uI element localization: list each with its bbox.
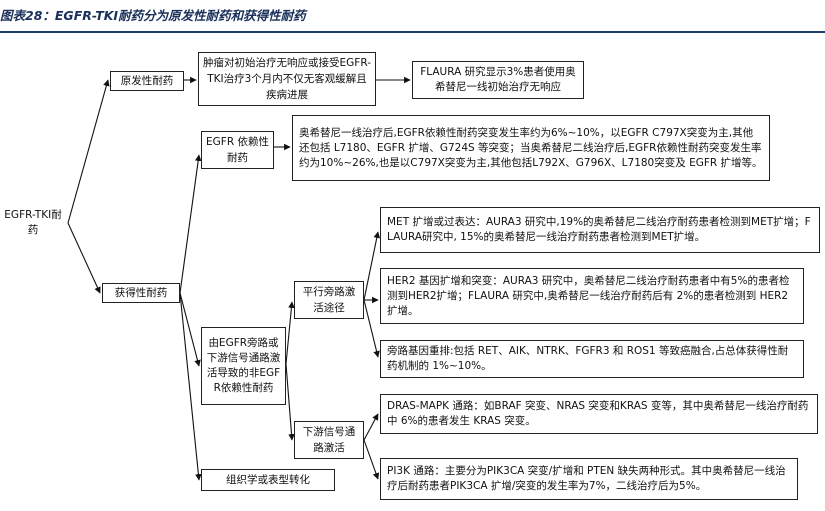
node-primary-desc: 肿瘤对初始治疗无响应或接受EGFR-TKI治疗3个月内不仅无客观缓解且疾病进展 [198,52,376,106]
node-mapk: DRAS-MAPK 通路：如BRAF 突变、NRAS 突变和KRAS 变等，其中… [380,394,818,434]
node-her2: HER2 基因扩增和突变：AURA3 研究中，奥希替尼二线治疗耐药患者中有5%的… [380,268,804,324]
link-downstream-pi3k [363,439,380,480]
node-parallel-bypass-label: 平行旁路激活途径 [302,286,356,314]
node-primary: 原发性耐药 [110,71,184,91]
link-parallel-fusion [363,299,380,358]
node-flaura-primary: FLAURA 研究显示3%患者使用奥希替尼一线初始治疗无响应 [412,61,584,99]
link-root-acquired [67,222,101,294]
link-acquired-egfr [179,154,202,294]
link-bypass-parallel [285,301,295,365]
node-flaura-primary-label: FLAURA 研究显示3%患者使用奥希替尼一线初始治疗无响应 [420,66,576,93]
link-acquired-bypass [179,292,201,367]
link-root-primary [67,79,110,224]
link-downstream-mapk [363,413,379,441]
node-downstream-label: 下游信号通路激活 [302,426,356,454]
node-met-label: MET 扩增或过表达：AURA3 研究中,19%的奥希替尼二线治疗耐药患者检测到… [387,216,811,243]
link-bypass-downstream [285,363,295,441]
node-her2-label: HER2 基因扩增和突变：AURA3 研究中，奥希替尼二线治疗耐药患者中有5%的… [387,274,790,317]
figure-title: 图表28：EGFR-TKI耐药分为原发性耐药和获得性耐药 [0,8,306,23]
node-fusion-label: 旁路基因重排:包括 RET、AIK、NTRK、FGFR3 和 ROS1 等致癌融… [387,345,789,372]
node-downstream: 下游信号通路激活 [294,421,364,459]
node-primary-desc-label: 肿瘤对初始治疗无响应或接受EGFR-TKI治疗3个月内不仅无客观缓解且疾病进展 [203,57,371,101]
node-parallel-bypass: 平行旁路激活途径 [294,281,364,319]
node-bypass-non-egfr: 由EGFR旁路或下游信号通路激活导致的非EGFR依赖性耐药 [201,327,286,405]
node-root-label: EGFR-TKI耐药 [4,209,62,236]
node-histology-label: 组织学或表型转化 [226,473,310,486]
node-met: MET 扩增或过表达：AURA3 研究中,19%的奥希替尼二线治疗耐药患者检测到… [380,207,820,253]
node-bypass-non-egfr-label: 由EGFR旁路或下游信号通路激活导致的非EGFR依赖性耐药 [206,337,281,394]
node-egfr-dependent-desc: 奥希替尼一线治疗后,EGFR依赖性耐药突变发生率约为6%~10%，以EGFR C… [292,115,770,181]
link-parallel-met [363,231,381,301]
node-acquired-label: 获得性耐药 [114,286,168,299]
node-pi3k: PI3K 通路：主要分为PIK3CA 突变/扩增和 PTEN 缺失两种形式。其中… [380,458,798,500]
node-egfr-dependent-label: EGFR 依赖性耐药 [206,136,269,164]
link-acquired-histology [179,292,202,481]
node-mapk-label: DRAS-MAPK 通路：如BRAF 突变、NRAS 突变和KRAS 变等，其中… [387,400,809,427]
node-egfr-dependent: EGFR 依赖性耐药 [201,131,274,169]
node-fusion: 旁路基因重排:包括 RET、AIK、NTRK、FGFR3 和 ROS1 等致癌融… [380,340,804,378]
node-histology: 组织学或表型转化 [201,469,335,491]
node-root: EGFR-TKI耐药 [0,209,66,236]
node-egfr-dependent-desc-label: 奥希替尼一线治疗后,EGFR依赖性耐药突变发生率约为6%~10%，以EGFR C… [299,126,763,169]
node-primary-label: 原发性耐药 [120,74,174,87]
node-pi3k-label: PI3K 通路：主要分为PIK3CA 突变/扩增和 PTEN 缺失两种形式。其中… [387,465,786,492]
title-rule [0,31,825,33]
node-acquired: 获得性耐药 [102,283,180,303]
